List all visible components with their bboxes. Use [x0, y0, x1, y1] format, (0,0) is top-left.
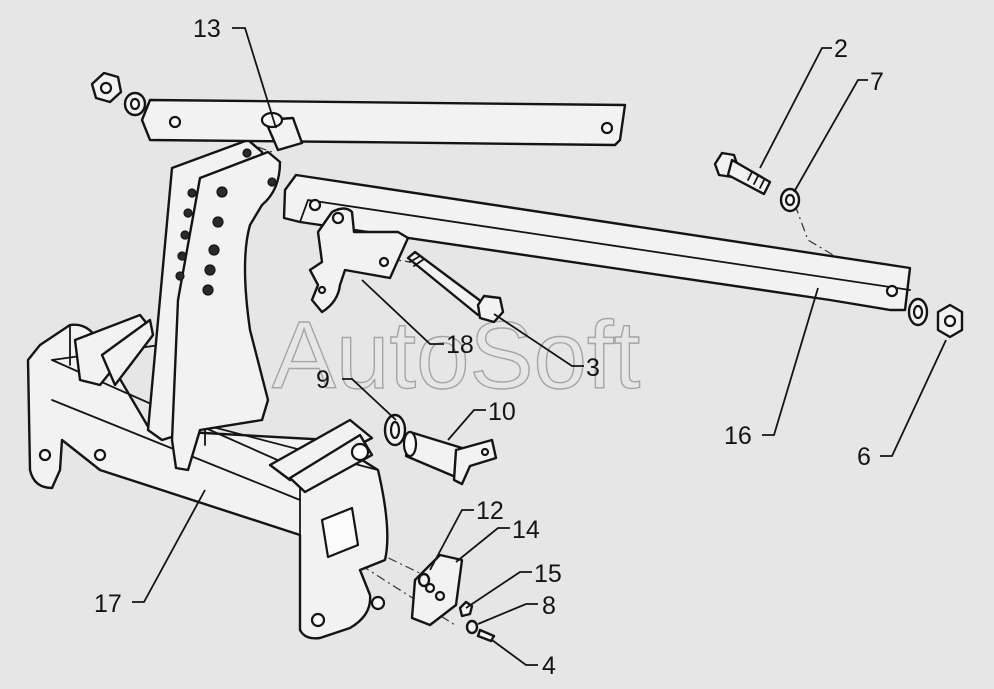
part-upper-link-arm: [140, 98, 627, 147]
callout-18: 18: [446, 331, 474, 359]
part-6-nut: [936, 303, 964, 339]
callout-2: 2: [834, 35, 848, 63]
part-9-snap-ring: [383, 413, 407, 447]
callout-4: 4: [542, 652, 556, 680]
part-18-bracket-plate: [308, 207, 410, 314]
part-upright-plates: [146, 138, 282, 472]
part-17-main-frame: [26, 313, 389, 640]
part-14-cover-plate: [410, 553, 464, 627]
callout-16: 16: [724, 422, 752, 450]
callout-9: 9: [316, 366, 330, 394]
part-7-washer: [779, 187, 801, 213]
watermark: AutoSoft: [272, 302, 640, 409]
callout-3: 3: [586, 354, 600, 382]
callout-leaders: [132, 27, 947, 666]
callout-labels: 13 2 7 18 3 9 10 16 6 12 14 15 8 4 17: [94, 15, 884, 680]
part-10-pin: [402, 430, 498, 486]
part-12-washer: [417, 572, 431, 588]
part-2-bolt: [713, 151, 772, 196]
callout-13: 13: [193, 15, 221, 43]
part-upper-nut-washer: [90, 71, 147, 117]
callout-17: 17: [94, 590, 122, 618]
part-13-spacer-tube: [260, 111, 304, 152]
callout-6: 6: [857, 443, 871, 471]
callout-14: 14: [512, 516, 540, 544]
part-4-screw: [476, 628, 496, 643]
part-16-long-link-arm: [282, 173, 912, 312]
callout-10: 10: [488, 398, 516, 426]
part-8-washer: [465, 619, 479, 635]
callout-12: 12: [476, 497, 504, 525]
callout-7: 7: [870, 68, 884, 96]
part-15-bolt: [458, 600, 474, 618]
callout-8: 8: [542, 592, 556, 620]
part-right-washer: [907, 297, 929, 327]
callout-15: 15: [534, 560, 562, 588]
